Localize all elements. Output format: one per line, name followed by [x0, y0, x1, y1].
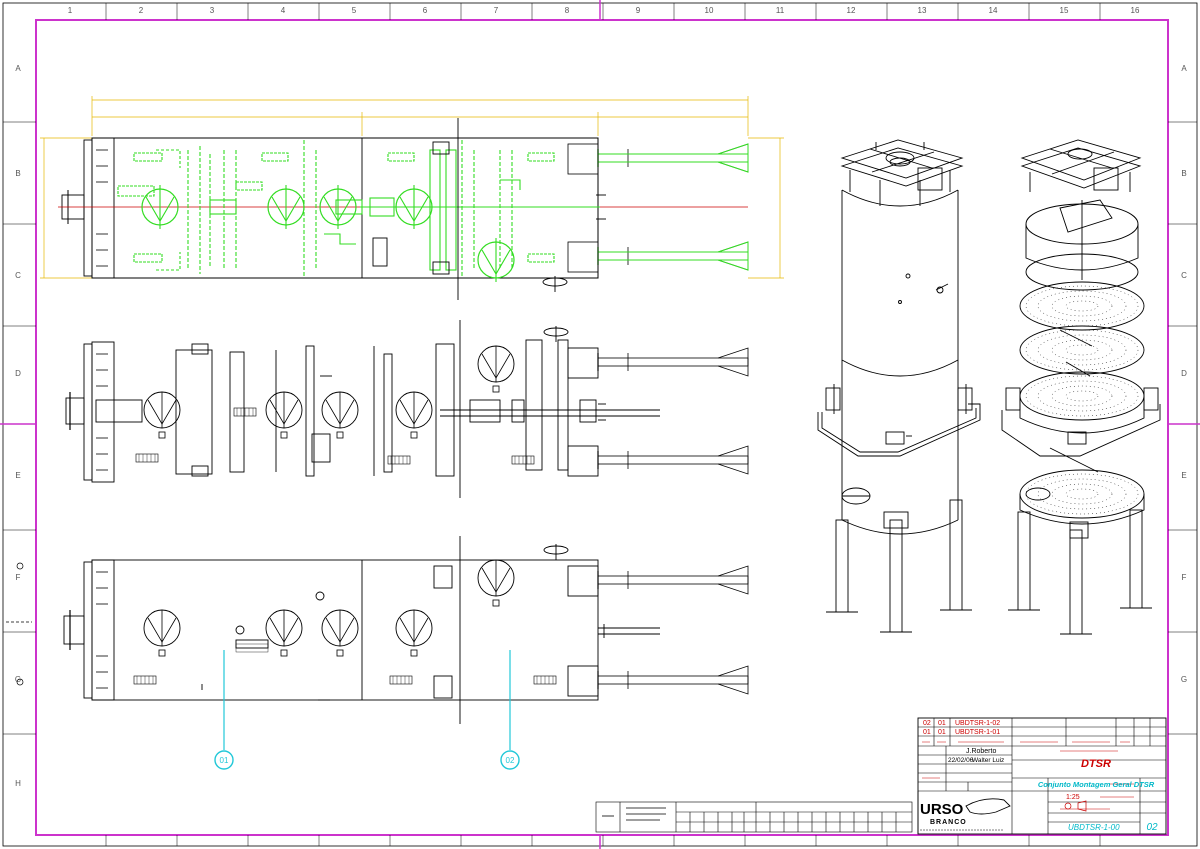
row-label-d-right: D	[1181, 369, 1187, 378]
row-label-a-right: A	[1181, 64, 1187, 73]
col-label-4: 4	[281, 6, 286, 15]
revision-qty-2: 01	[938, 729, 946, 736]
row-label-f: F	[16, 573, 21, 582]
row-label-g-right: G	[1181, 675, 1187, 684]
row-label-e-right: E	[1181, 471, 1186, 480]
balloon-02-label: 02	[506, 756, 515, 765]
row-label-c: C	[15, 271, 21, 280]
checked-by: Walter Luiz	[972, 757, 1004, 764]
drawing-date: 22/02/06	[948, 757, 974, 764]
row-label-f-right: F	[1182, 573, 1187, 582]
part-balloon-02: 02	[500, 650, 520, 770]
col-label-7: 7	[494, 6, 499, 15]
row-label-a: A	[15, 64, 21, 73]
weld-notes-table	[595, 801, 913, 833]
row-label-b-right: B	[1181, 169, 1186, 178]
company-name-sub: BRANCO	[930, 819, 967, 826]
revision-rev-1: 02	[923, 720, 931, 727]
revision-code-2: UBDTSR-1-01	[955, 729, 1000, 736]
revision-qty-1: 01	[938, 720, 946, 727]
view-top-section	[40, 96, 784, 300]
drawing-subtitle: Conjunto Montagem Geral DTSR	[1038, 780, 1155, 789]
title-block: 02 01 UBDTSR-1-02 01 01 UBDTSR-1-01 J.Ro…	[917, 717, 1167, 835]
col-label-2: 2	[139, 6, 144, 15]
row-label-d: D	[15, 369, 21, 378]
col-label-8: 8	[565, 6, 570, 15]
col-label-9: 9	[636, 6, 641, 15]
drawing-number: UBDTSR-1-00	[1068, 823, 1120, 832]
project-name: DTSR	[1081, 758, 1111, 770]
row-label-c-right: C	[1181, 271, 1187, 280]
col-label-10: 10	[705, 6, 714, 15]
col-label-12: 12	[847, 6, 856, 15]
row-label-b: B	[15, 169, 20, 178]
projection-symbol	[1064, 800, 1087, 812]
row-label-e: E	[15, 471, 20, 480]
view-exploded	[65, 320, 749, 498]
row-label-h: H	[15, 779, 21, 788]
col-label-1: 1	[68, 6, 73, 15]
sheet-number: 02	[1146, 822, 1158, 833]
part-balloon-01: 01	[214, 650, 234, 770]
drawing-frame	[35, 19, 1169, 836]
balloon-01-label: 01	[220, 756, 229, 765]
col-label-11: 11	[776, 6, 785, 15]
iso-exploded-tank	[1001, 139, 1161, 635]
col-label-13: 13	[918, 6, 927, 15]
revision-code-1: UBDTSR-1-02	[955, 720, 1000, 727]
company-name: URSO	[920, 801, 964, 818]
col-label-15: 15	[1060, 6, 1069, 15]
iso-assembled-tank	[817, 139, 981, 633]
drawn-by: J.Roberto	[966, 748, 996, 755]
scale-value: 1:25	[1066, 794, 1080, 801]
company-logo: URSO BRANCO	[920, 798, 1011, 831]
col-label-5: 5	[352, 6, 357, 15]
view-side-assembled	[63, 536, 749, 724]
col-label-14: 14	[989, 6, 998, 15]
col-label-6: 6	[423, 6, 428, 15]
col-label-3: 3	[210, 6, 215, 15]
border-column-ticks	[3, 3, 1197, 846]
revision-rev-2: 01	[923, 729, 931, 736]
col-label-16: 16	[1131, 6, 1140, 15]
